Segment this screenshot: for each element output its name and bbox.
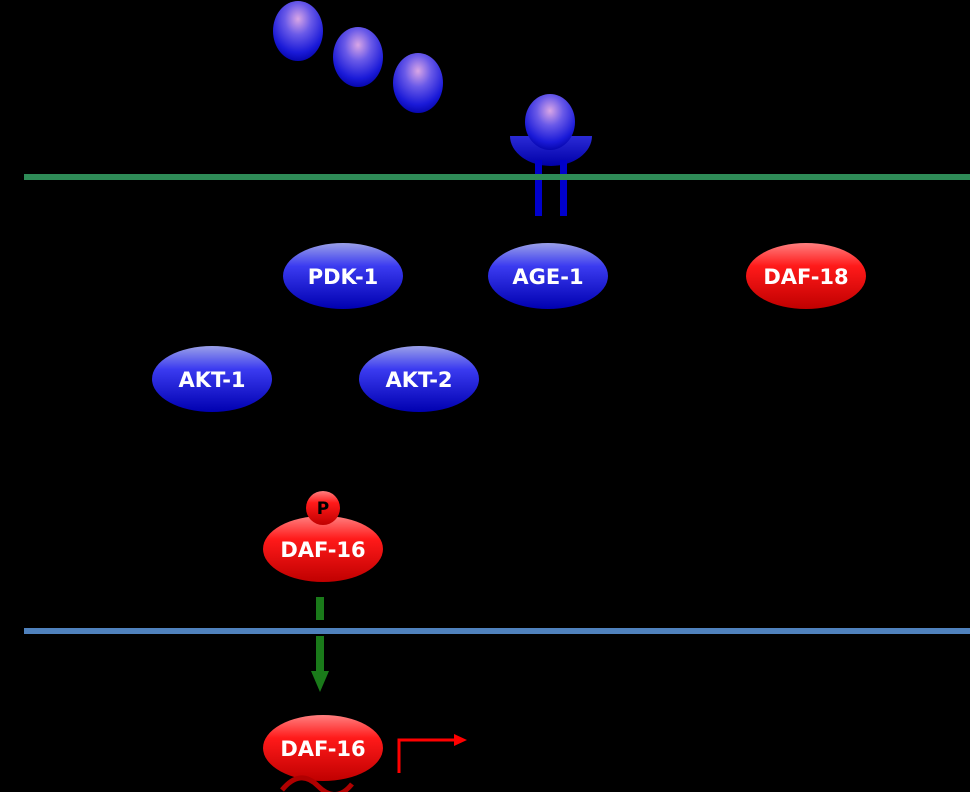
- age1-label: AGE-1: [512, 265, 583, 289]
- daf16-nucleus-label: DAF-16: [280, 737, 365, 761]
- akt2-label: AKT-2: [385, 368, 452, 392]
- dna-strand-icon: [280, 775, 354, 792]
- pdk1-label: PDK-1: [308, 265, 379, 289]
- phospho-badge: P: [306, 491, 340, 525]
- daf18-label: DAF-18: [763, 265, 848, 289]
- translocation-arrow-icon: [311, 597, 329, 692]
- pdk1-protein: PDK-1: [283, 243, 403, 309]
- akt2-protein: AKT-2: [359, 346, 479, 412]
- receptor-icon: [510, 94, 592, 216]
- age1-protein: AGE-1: [488, 243, 608, 309]
- daf16-nucleus-protein: DAF-16: [263, 715, 383, 781]
- akt1-label: AKT-1: [178, 368, 245, 392]
- nuclear-membrane: [24, 628, 970, 634]
- transcription-arrow-icon: [397, 734, 467, 773]
- daf18-protein: DAF-18: [746, 243, 866, 309]
- plasma-membrane: [24, 174, 970, 180]
- daf16-cytoplasm-protein: DAF-16: [263, 516, 383, 582]
- bound-ligand-sphere-icon: [525, 94, 575, 150]
- ligand-sphere-icon: [333, 27, 383, 87]
- akt1-protein: AKT-1: [152, 346, 272, 412]
- daf16-cytoplasm-label: DAF-16: [280, 538, 365, 562]
- phospho-label: P: [317, 499, 329, 519]
- ligand-sphere-icon: [393, 53, 443, 113]
- ligand-sphere-icon: [273, 1, 323, 61]
